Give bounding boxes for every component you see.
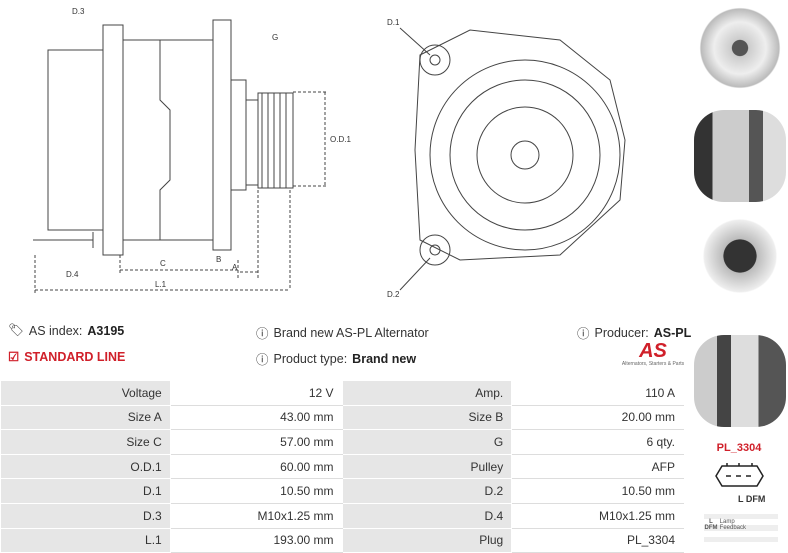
spec-value: 193.00 mm [169,527,343,553]
label-d1: D.1 [387,18,400,27]
front-view [399,27,626,291]
spec-label: Size B [341,404,513,431]
spec-label: D.4 [341,502,513,529]
label-g: G [272,33,278,42]
label-l1: L.1 [155,280,167,289]
spec-value: 10.50 mm [511,478,684,504]
spec-label: D.2 [341,478,513,504]
spec-value: 43.00 mm [169,404,343,431]
product-photo-side[interactable] [694,110,786,202]
product-photo-front[interactable] [694,2,786,94]
spec-value: M10x1.25 mm [511,502,684,529]
label-d4: D.4 [66,270,79,279]
alternator-dimension-drawing: D.3 G O.D.1 C B A L.1 D.4 D.1 D.2 [33,7,626,299]
product-photo-back[interactable] [694,210,786,302]
label-a: A [232,263,238,272]
plug-legend: L Lamp DFM Feedback [704,514,778,542]
as-pl-logo: AS Alternators, Starters & Parts [621,340,685,367]
tags-icon: 🏷 [8,323,24,337]
spec-label: G [341,429,513,455]
plug-pins: L DFM [738,494,766,504]
legend-row: DFM Feedback [704,525,778,531]
label-od1: O.D.1 [330,135,351,144]
standard-line: ☑ STANDARD LINE [8,349,126,365]
spec-value: 20.00 mm [511,404,684,431]
spec-label: Plug [341,527,513,553]
spec-value: 6 qty. [511,429,684,455]
checkbox-icon: ☑ [8,350,20,364]
spec-label: Size C [0,429,171,455]
spec-value: M10x1.25 mm [169,502,343,529]
spec-value: 57.00 mm [169,429,343,455]
plug-code: PL_3304 [716,442,762,454]
spec-value: 110 A [511,380,684,406]
spec-label: Voltage [0,380,171,406]
plug-connector-icon [715,463,764,487]
spec-label: Size A [0,404,171,431]
spec-label: Pulley [341,453,513,480]
label-c: C [160,259,166,268]
spec-label: D.3 [0,502,171,529]
product-photo-side2[interactable] [694,335,786,427]
label-d2: D.2 [387,290,400,299]
spec-label: D.1 [0,478,171,504]
info-icon: ⓘ [256,327,269,341]
legend-row: L Lamp [709,519,735,525]
spec-label: O.D.1 [0,453,171,480]
spec-value: AFP [511,453,684,480]
info-icon: ⓘ [256,353,269,367]
spec-value: 12 V [169,380,343,406]
label-b: B [216,255,221,264]
spec-value: PL_3304 [511,527,684,553]
spec-label: L.1 [0,527,171,553]
spec-label: Amp. [341,380,513,406]
spec-value: 10.50 mm [169,478,343,504]
label-d3: D.3 [72,7,85,16]
spec-value: 60.00 mm [169,453,343,480]
side-view [33,19,328,295]
as-index: 🏷 AS index:A3195 [8,323,125,338]
info-icon: ⓘ [577,327,590,341]
